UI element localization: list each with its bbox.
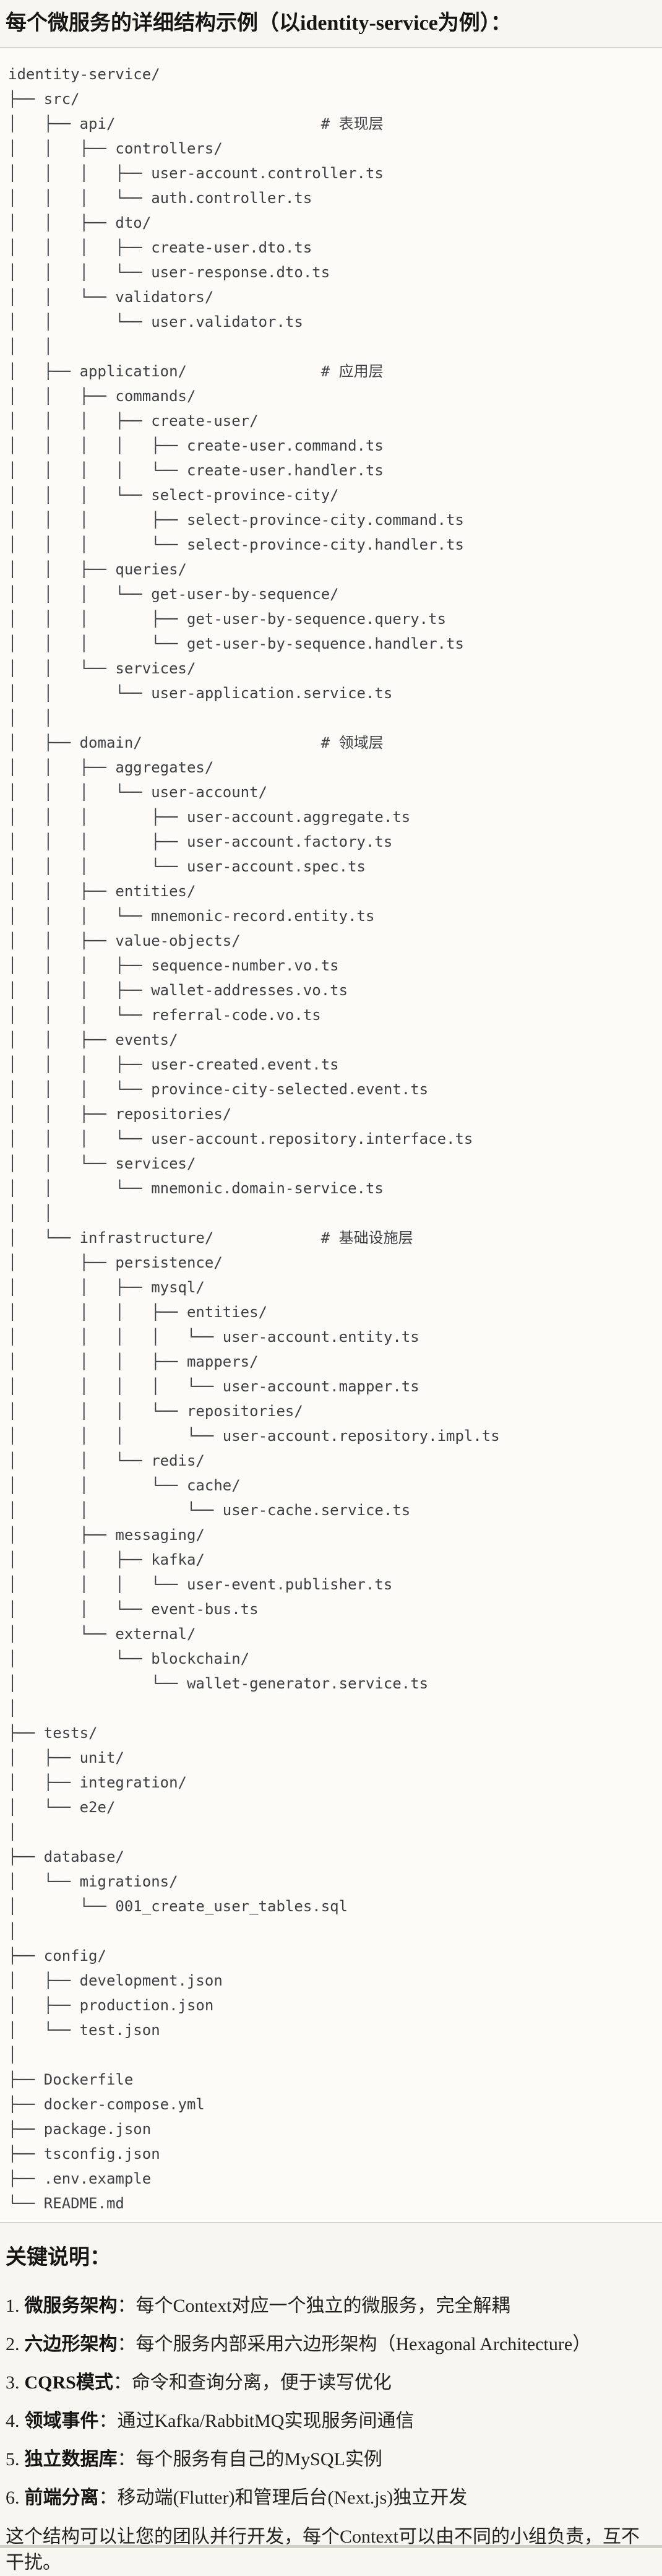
note-text: ：每个服务有自己的MySQL实例 (117, 2449, 382, 2470)
note-label: CQRS模式 (24, 2372, 113, 2393)
note-item: 5.独立数据库：每个服务有自己的MySQL实例 (6, 2447, 656, 2472)
note-number: 1. (6, 2296, 20, 2316)
bottom-divider (0, 2545, 662, 2548)
note-item: 1.微服务架构：每个Context对应一个独立的微服务，完全解耦 (6, 2294, 656, 2319)
note-item: 4.领域事件：通过Kafka/RabbitMQ实现服务间通信 (6, 2409, 656, 2434)
notes-heading: 关键说明： (6, 2246, 111, 2269)
note-text: ：每个Context对应一个独立的微服务，完全解耦 (117, 2296, 510, 2316)
directory-tree-block: identity-service/ ├── src/ │ ├── api/ # … (0, 47, 662, 2223)
note-text: ：通过Kafka/RabbitMQ实现服务间通信 (98, 2411, 415, 2431)
note-number: 2. (6, 2334, 20, 2354)
note-text: ：每个服务内部采用六边形架构（Hexagonal Architecture） (117, 2334, 591, 2354)
note-text: ：命令和查询分离，便于读写优化 (113, 2372, 392, 2393)
note-number: 4. (6, 2411, 20, 2431)
note-item: 2.六边形架构：每个服务内部采用六边形架构（Hexagonal Architec… (6, 2332, 656, 2357)
page-title: 每个微服务的详细结构示例（以identity-service为例）： (6, 12, 512, 35)
note-label: 六边形架构 (24, 2334, 118, 2354)
note-item: 6.前端分离：移动端(Flutter)和管理后台(Next.js)独立开发 (6, 2486, 656, 2510)
directory-tree: identity-service/ ├── src/ │ ├── api/ # … (8, 66, 500, 2212)
note-text: ：移动端(Flutter)和管理后台(Next.js)独立开发 (98, 2487, 468, 2508)
note-label: 微服务架构 (24, 2296, 118, 2316)
note-label: 领域事件 (24, 2411, 99, 2431)
note-number: 3. (6, 2372, 20, 2393)
closing-paragraph: 这个结构可以让您的团队并行开发，每个Context可以由不同的小组负责，互不干扰… (6, 2526, 640, 2573)
note-item: 3.CQRS模式：命令和查询分离，便于读写优化 (6, 2371, 656, 2395)
note-label: 独立数据库 (24, 2449, 118, 2470)
note-label: 前端分离 (24, 2487, 99, 2508)
note-number: 5. (6, 2449, 20, 2470)
note-number: 6. (6, 2487, 20, 2508)
notes-section: 关键说明： 1.微服务架构：每个Context对应一个独立的微服务，完全解耦 2.… (0, 2244, 662, 2576)
